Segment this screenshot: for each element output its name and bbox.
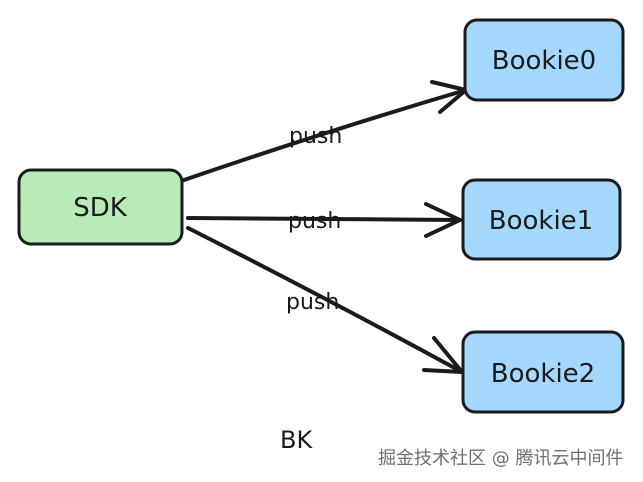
node-bookie0-box (463, 18, 625, 102)
arrow-line-bookie1 (186, 216, 462, 222)
edge-sdk-bookie1: push (186, 202, 462, 238)
node-bookie2-label: Bookie2 (491, 359, 595, 389)
node-sdk-box (17, 168, 184, 246)
node-bookie1-box (461, 178, 622, 261)
diagram-caption: BK (280, 426, 313, 454)
watermark: 掘金技术社区 @ 腾讯云中间件 (378, 448, 624, 469)
edge-sdk-bookie0: push (182, 80, 468, 182)
arrow-line-bookie2 (186, 226, 464, 374)
node-sdk: SDK (17, 168, 184, 246)
edge-label-bookie2: push (286, 290, 339, 315)
edge-label-bookie0: push (289, 124, 342, 149)
node-bookie1-label: Bookie1 (489, 206, 593, 236)
arrow-line-bookie0 (182, 88, 468, 182)
node-bookie0-label: Bookie0 (492, 46, 596, 76)
node-bookie1: Bookie1 (461, 178, 622, 261)
node-bookie2-box (461, 330, 625, 414)
node-bookie2: Bookie2 (461, 330, 625, 414)
node-bookie0: Bookie0 (463, 18, 625, 102)
node-sdk-label: SDK (73, 193, 128, 223)
edge-label-bookie1: push (288, 209, 341, 234)
edge-sdk-bookie2: push (186, 226, 464, 374)
arrow-head-bookie1 (424, 202, 462, 238)
